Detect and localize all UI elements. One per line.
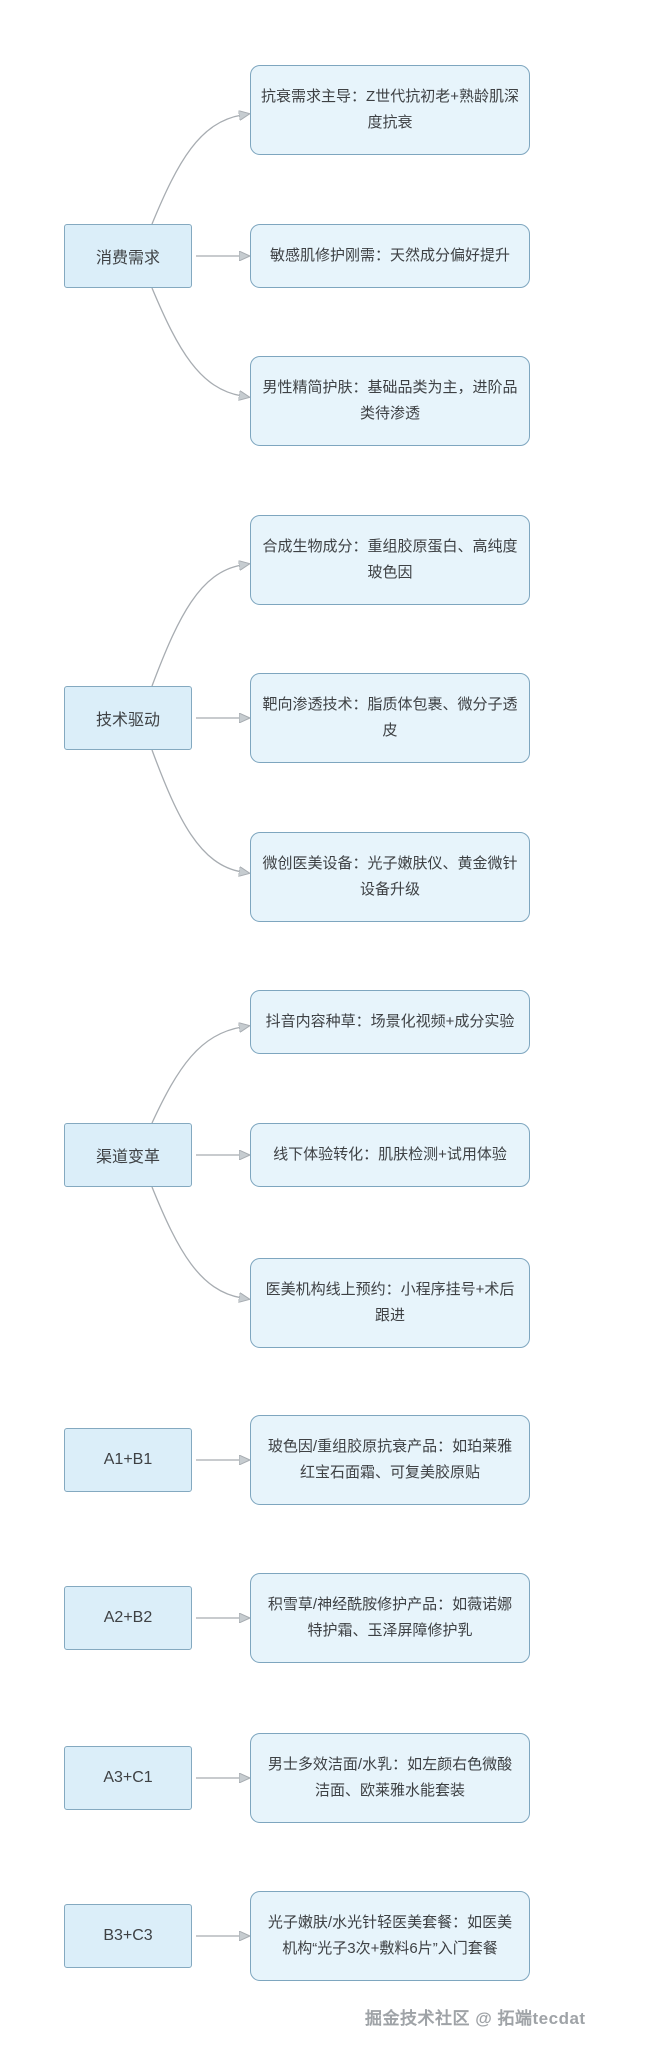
leaf-box-label: 微创医美设备：光子嫩肤仪、黄金微针设备升级 xyxy=(262,855,518,898)
leaf-box-4-0: 积雪草/神经酰胺修护产品：如薇诺娜特护霜、玉泽屏障修护乳 xyxy=(250,1573,530,1663)
branch-node-label: 消费需求 xyxy=(95,250,160,267)
leaf-box-label: 敏感肌修护刚需：天然成分偏好提升 xyxy=(269,247,510,264)
leaf-box-1-0: 合成生物成分：重组胶原蛋白、高纯度玻色因 xyxy=(250,515,530,605)
branch-node-4: A2+B2 xyxy=(64,1586,192,1650)
branch-node-label: 技术驱动 xyxy=(95,712,160,729)
leaf-box-2-1: 线下体验转化：肌肤检测+试用体验 xyxy=(250,1123,530,1187)
branch-node-label: A1+B1 xyxy=(103,1451,153,1468)
connector-arrow xyxy=(151,565,242,687)
leaf-box-label: 靶向渗透技术：脂质体包裹、微分子透皮 xyxy=(262,696,518,739)
connector-arrow xyxy=(151,287,242,396)
leaf-box-label: 抗衰需求主导：Z世代抗初老+熟龄肌深度抗衰 xyxy=(261,88,519,131)
branch-node-label: 渠道变革 xyxy=(95,1149,160,1166)
leaf-box-3-0: 玻色因/重组胶原抗衰产品：如珀莱雅红宝石面霜、可复美胶原贴 xyxy=(250,1415,530,1505)
branch-node-0: 消费需求 xyxy=(64,224,192,288)
connector-arrow xyxy=(151,1186,242,1298)
leaf-box-label: 合成生物成分：重组胶原蛋白、高纯度玻色因 xyxy=(262,538,518,581)
leaf-box-label: 积雪草/神经酰胺修护产品：如薇诺娜特护霜、玉泽屏障修护乳 xyxy=(267,1596,513,1639)
branch-node-1: 技术驱动 xyxy=(64,686,192,750)
connector-arrow xyxy=(151,749,242,872)
leaf-box-label: 男士多效洁面/水乳：如左颜右色微酸洁面、欧莱雅水能套装 xyxy=(267,1756,513,1799)
branch-node-2: 渠道变革 xyxy=(64,1123,192,1187)
leaf-box-label: 玻色因/重组胶原抗衰产品：如珀莱雅红宝石面霜、可复美胶原贴 xyxy=(267,1438,513,1481)
leaf-box-1-2: 微创医美设备：光子嫩肤仪、黄金微针设备升级 xyxy=(250,832,530,922)
branch-node-6: B3+C3 xyxy=(64,1904,192,1968)
branch-node-3: A1+B1 xyxy=(64,1428,192,1492)
leaf-box-5-0: 男士多效洁面/水乳：如左颜右色微酸洁面、欧莱雅水能套装 xyxy=(250,1733,530,1823)
leaf-box-1-1: 靶向渗透技术：脂质体包裹、微分子透皮 xyxy=(250,673,530,763)
connector-arrow xyxy=(151,115,242,225)
leaf-box-6-0: 光子嫩肤/水光针轻医美套餐：如医美机构“光子3次+敷料6片”入门套餐 xyxy=(250,1891,530,1981)
watermark-text: 掘金技术社区 @ 拓端tecdat xyxy=(365,2009,586,2028)
leaf-box-label: 男性精简护肤：基础品类为主，进阶品类待渗透 xyxy=(262,379,518,422)
leaf-box-label: 抖音内容种草：场景化视频+成分实验 xyxy=(265,1013,515,1030)
leaf-box-0-0: 抗衰需求主导：Z世代抗初老+熟龄肌深度抗衰 xyxy=(250,65,530,155)
leaf-box-0-2: 男性精简护肤：基础品类为主，进阶品类待渗透 xyxy=(250,356,530,446)
branch-node-label: A2+B2 xyxy=(103,1609,153,1626)
branch-node-label: A3+C1 xyxy=(103,1769,153,1786)
leaf-box-2-2: 医美机构线上预约：小程序挂号+术后跟进 xyxy=(250,1258,530,1348)
connector-arrow xyxy=(151,1027,242,1124)
leaf-box-label: 医美机构线上预约：小程序挂号+术后跟进 xyxy=(265,1281,515,1324)
leaf-box-2-0: 抖音内容种草：场景化视频+成分实验 xyxy=(250,990,530,1054)
leaf-box-label: 光子嫩肤/水光针轻医美套餐：如医美机构“光子3次+敷料6片”入门套餐 xyxy=(267,1914,513,1957)
branch-node-label: B3+C3 xyxy=(103,1927,153,1944)
leaf-box-label: 线下体验转化：肌肤检测+试用体验 xyxy=(273,1146,507,1163)
leaf-box-0-1: 敏感肌修护刚需：天然成分偏好提升 xyxy=(250,224,530,288)
branch-node-5: A3+C1 xyxy=(64,1746,192,1810)
